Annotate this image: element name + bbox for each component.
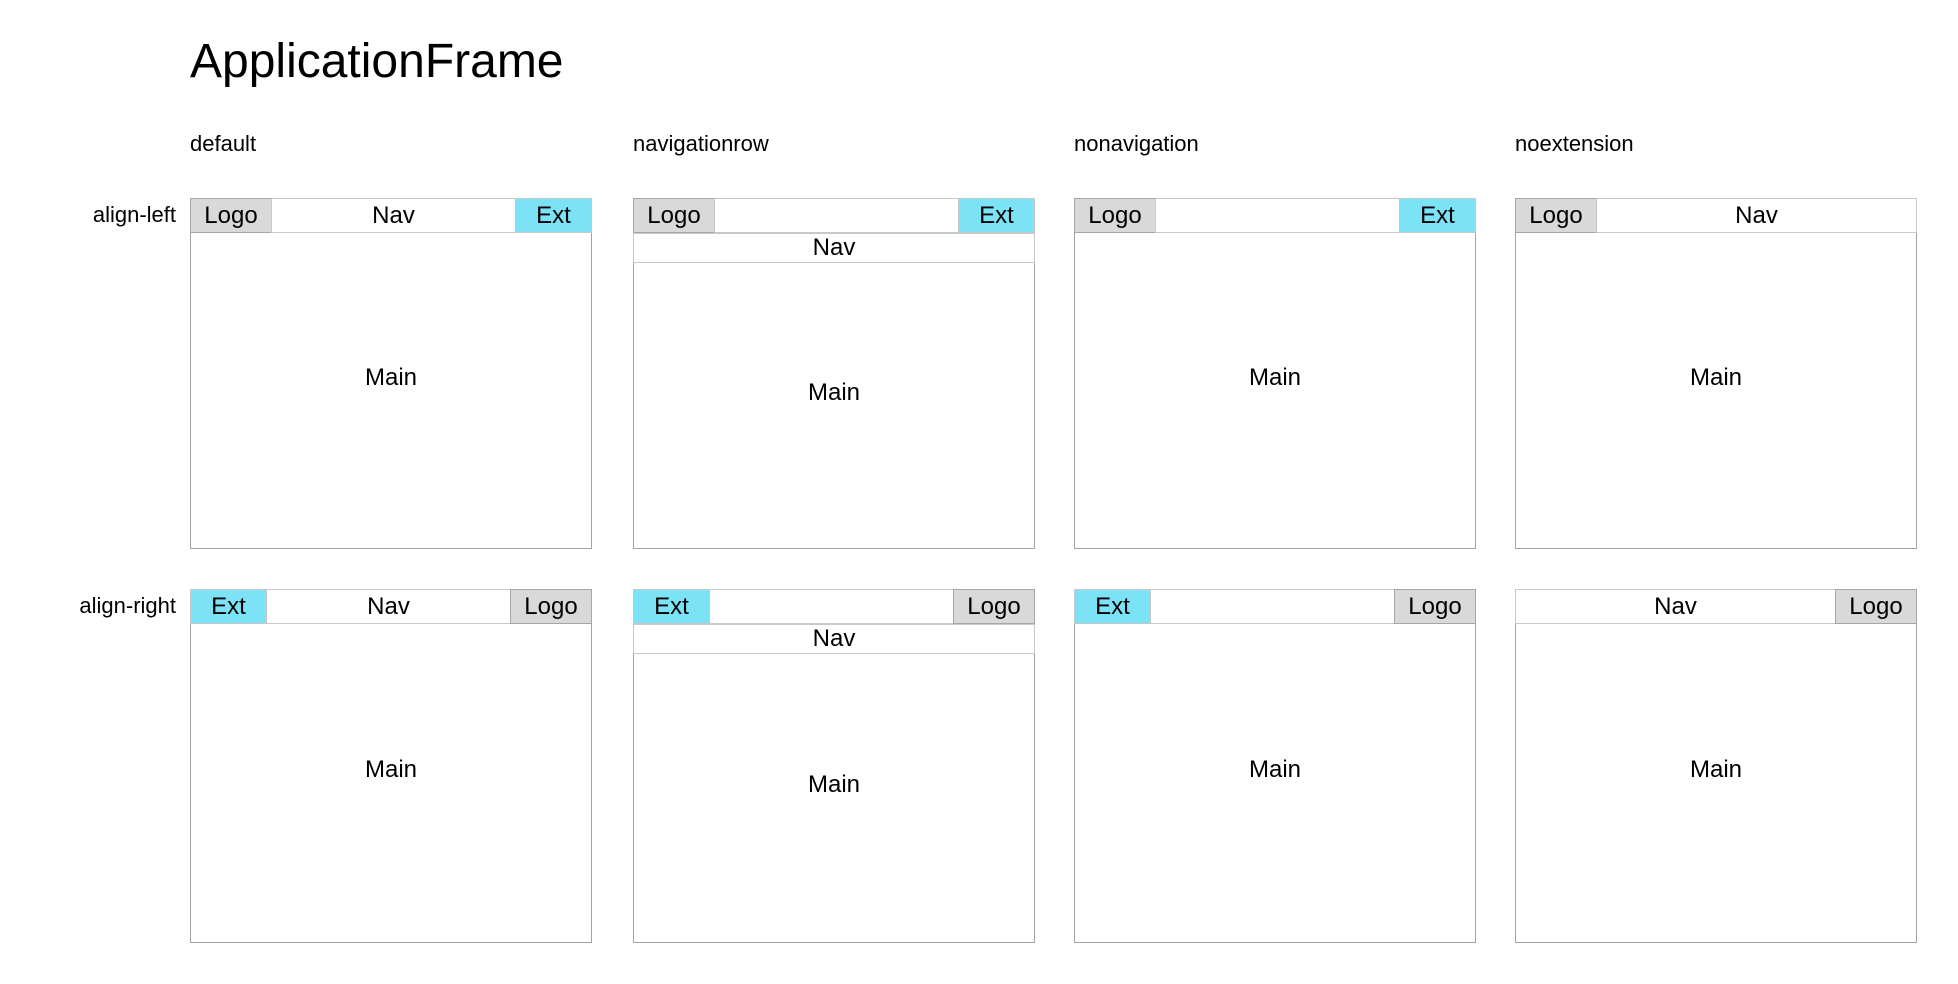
frame-default-align-left: Logo Nav Ext Main xyxy=(190,198,592,549)
frame-navigationrow-align-left: Logo Ext Nav Main xyxy=(633,198,1035,549)
nav-area-empty xyxy=(1150,589,1395,624)
logo-box: Logo xyxy=(190,198,272,233)
frame-nonavigation-align-right: Ext Logo Main xyxy=(1074,589,1476,943)
nav-box: Nav xyxy=(1596,198,1917,233)
main-area: Main xyxy=(191,624,591,942)
logo-box: Logo xyxy=(1835,589,1917,624)
frame-noextension-align-left: Logo Nav Main xyxy=(1515,198,1917,549)
logo-label: Logo xyxy=(967,592,1021,620)
main-area: Main xyxy=(1516,624,1916,942)
logo-label: Logo xyxy=(1529,201,1583,229)
frame-header: Ext Logo xyxy=(1074,589,1476,624)
ext-label: Ext xyxy=(1095,592,1130,620)
nav-box: Nav xyxy=(271,198,516,233)
ext-box: Ext xyxy=(958,198,1035,233)
main-label: Main xyxy=(364,363,418,391)
logo-label: Logo xyxy=(1408,592,1462,620)
ext-label: Ext xyxy=(211,592,246,620)
frame-noextension-align-right: Nav Logo Main xyxy=(1515,589,1917,943)
logo-label: Logo xyxy=(1849,592,1903,620)
ext-label: Ext xyxy=(979,201,1014,229)
column-label-navigationrow: navigationrow xyxy=(633,131,769,156)
nav-label: Nav xyxy=(367,592,410,620)
nav-box: Nav xyxy=(266,589,511,624)
ext-box: Ext xyxy=(190,589,267,624)
column-label-default: default xyxy=(190,131,257,156)
ext-label: Ext xyxy=(1420,201,1455,229)
ext-box: Ext xyxy=(1399,198,1476,233)
nav-area-empty xyxy=(714,198,959,233)
logo-box: Logo xyxy=(1074,198,1156,233)
nav-label: Nav xyxy=(1654,592,1697,620)
logo-label: Logo xyxy=(204,201,258,229)
main-area: Main xyxy=(1516,233,1916,548)
main-area: Main xyxy=(634,654,1034,942)
ext-label: Ext xyxy=(536,201,571,229)
row-label-align-left: align-left xyxy=(92,202,176,227)
main-label: Main xyxy=(1248,756,1302,783)
logo-box: Logo xyxy=(510,589,592,624)
logo-label: Logo xyxy=(647,201,701,229)
frame-header: Nav Logo xyxy=(1515,589,1917,624)
logo-label: Logo xyxy=(1088,201,1142,229)
frame-header: Logo Ext xyxy=(633,198,1035,233)
nav-label: Nav xyxy=(372,201,415,229)
frame-header: Logo Nav Ext xyxy=(190,198,592,233)
main-label: Main xyxy=(807,378,861,406)
frame-nonavigation-align-left: Logo Ext Main xyxy=(1074,198,1476,549)
main-label: Main xyxy=(1689,363,1743,391)
frame-header: Ext Logo xyxy=(633,589,1035,624)
ext-box: Ext xyxy=(515,198,592,233)
main-label: Main xyxy=(1248,363,1302,391)
nav-area-empty xyxy=(1155,198,1400,233)
main-label: Main xyxy=(1689,756,1743,783)
ext-label: Ext xyxy=(654,592,689,620)
main-area: Main xyxy=(634,263,1034,548)
nav-row-label: Nav xyxy=(812,234,856,261)
nav-row-label: Nav xyxy=(812,625,856,652)
ext-box: Ext xyxy=(633,589,710,624)
main-area: Main xyxy=(1075,233,1475,548)
nav-row: Nav xyxy=(633,624,1035,654)
nav-area-empty xyxy=(709,589,954,624)
nav-box: Nav xyxy=(1515,589,1836,624)
logo-label: Logo xyxy=(524,592,578,620)
frame-header: Ext Nav Logo xyxy=(190,589,592,624)
frame-header: Logo Ext xyxy=(1074,198,1476,233)
column-label-noextension: noextension xyxy=(1515,131,1634,156)
main-area: Main xyxy=(1075,624,1475,942)
ext-box: Ext xyxy=(1074,589,1151,624)
nav-row: Nav xyxy=(633,233,1035,263)
frame-default-align-right: Ext Nav Logo Main xyxy=(190,589,592,943)
page-title: ApplicationFrame xyxy=(190,35,564,88)
main-area: Main xyxy=(191,233,591,548)
logo-box: Logo xyxy=(1515,198,1597,233)
main-label: Main xyxy=(364,756,418,783)
logo-box: Logo xyxy=(1394,589,1476,624)
row-label-align-right: align-right xyxy=(79,593,176,618)
logo-box: Logo xyxy=(633,198,715,233)
logo-box: Logo xyxy=(953,589,1035,624)
frame-header: Logo Nav xyxy=(1515,198,1917,233)
frame-navigationrow-align-right: Ext Logo Nav Main xyxy=(633,589,1035,943)
main-label: Main xyxy=(807,771,861,798)
nav-label: Nav xyxy=(1735,201,1778,229)
column-label-nonavigation: nonavigation xyxy=(1074,131,1199,156)
